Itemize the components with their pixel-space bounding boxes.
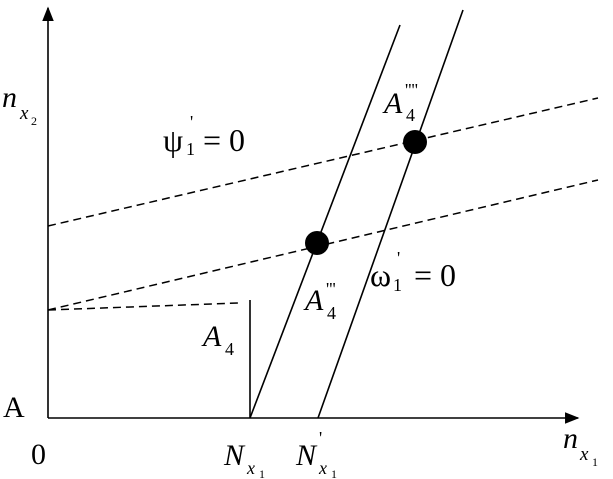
a4-label: A 4 <box>201 320 234 359</box>
x-axis-label: n x 1 <box>563 422 598 469</box>
nx1-prime-tick-label: N ' x 1 <box>295 428 337 479</box>
label-text: '''' <box>405 80 418 100</box>
label-text: A <box>303 284 324 317</box>
point-a4-quad <box>403 130 427 154</box>
origin-label: 0 <box>31 438 46 471</box>
label-text: x <box>579 444 589 465</box>
label-text: 4 <box>406 105 415 125</box>
label-text: 4 <box>225 339 234 359</box>
a4-quad-label: A '''' 4 <box>382 80 418 125</box>
right-boundary-line <box>317 9 464 419</box>
psi-region-label: ψ ' 1 = 0 <box>163 112 245 159</box>
label-text: ' <box>190 112 193 132</box>
upper-dashed-line <box>47 97 599 227</box>
corner-label: A <box>3 391 25 424</box>
label-text: n <box>563 422 578 455</box>
lower-dashed-line <box>47 179 599 311</box>
omega-region-label: ω ' 1 = 0 <box>370 248 456 295</box>
label-text: ''' <box>326 279 336 299</box>
label-text: A <box>201 320 222 353</box>
short-dashed-line <box>47 302 239 311</box>
label-text: x <box>19 103 29 124</box>
label-text: 1 <box>259 467 265 479</box>
label-text: 1 <box>331 467 337 479</box>
label-text: 2 <box>31 114 37 128</box>
label-text: 1 <box>186 139 195 159</box>
label-text: 4 <box>327 303 336 323</box>
label-text: = 0 <box>414 257 456 293</box>
label-text: ' <box>319 428 322 448</box>
point-a4-triple <box>305 231 329 255</box>
label-text: x <box>246 458 255 478</box>
label-text: 1 <box>592 455 598 469</box>
label-text: A <box>382 87 403 120</box>
label-text: n <box>2 81 17 114</box>
label-text: = 0 <box>203 122 245 158</box>
label-text: ω <box>370 257 391 293</box>
label-text: 1 <box>393 275 402 295</box>
a4-triple-label: A ''' 4 <box>303 279 336 323</box>
label-text: ' <box>397 248 400 268</box>
nx1-tick-label: N x 1 <box>223 439 265 479</box>
label-text: x <box>318 458 327 478</box>
label-text: N <box>223 439 246 472</box>
label-text: N <box>295 439 318 472</box>
label-text: ψ <box>163 122 183 158</box>
y-axis-label: n x 2 <box>2 81 37 128</box>
left-boundary-line <box>249 24 401 419</box>
